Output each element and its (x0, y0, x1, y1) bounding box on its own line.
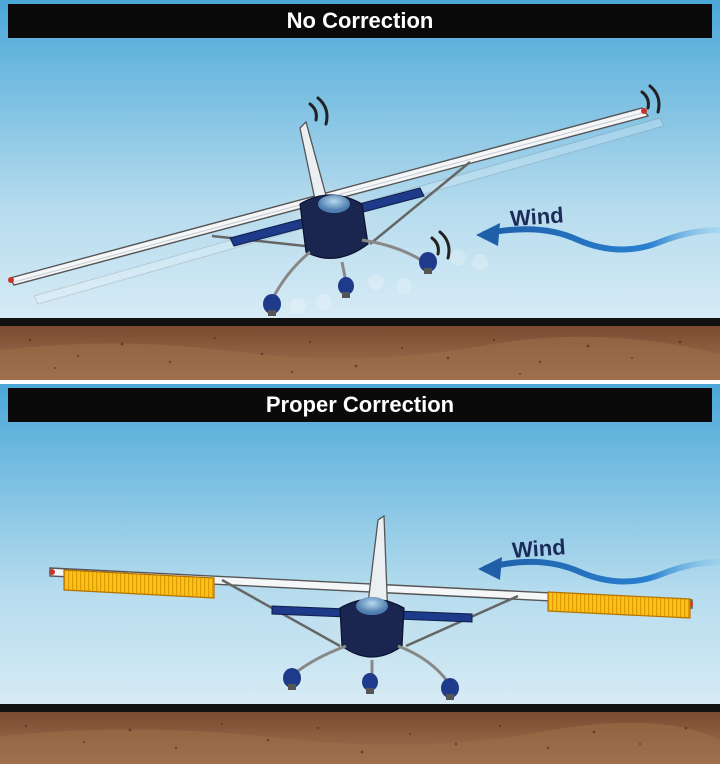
panel-title: No Correction (286, 8, 434, 33)
panel-no-correction: Wind No Correction (0, 0, 720, 380)
wind-label: Wind (509, 202, 564, 231)
runway-edge (0, 704, 720, 712)
runway-edge (0, 318, 720, 326)
fuselage (339, 597, 405, 658)
left-aileron-down (63, 569, 215, 599)
wind-label: Wind (511, 534, 566, 563)
wheels (283, 668, 459, 700)
right-aileron-up (547, 591, 691, 619)
panel-proper-correction: Wind Proper Correction (0, 384, 720, 764)
scene-proper-correction: Wind (0, 384, 720, 764)
title-bar: Proper Correction (8, 388, 712, 422)
wind-arrow-icon (478, 557, 720, 585)
wind-arrow-icon (476, 223, 720, 253)
fuselage (299, 194, 369, 259)
scene-no-correction: Wind (0, 0, 720, 380)
panel-title: Proper Correction (265, 392, 455, 417)
vibration-icon (308, 84, 661, 260)
title-bar: No Correction (8, 4, 712, 38)
wheels (263, 252, 437, 316)
